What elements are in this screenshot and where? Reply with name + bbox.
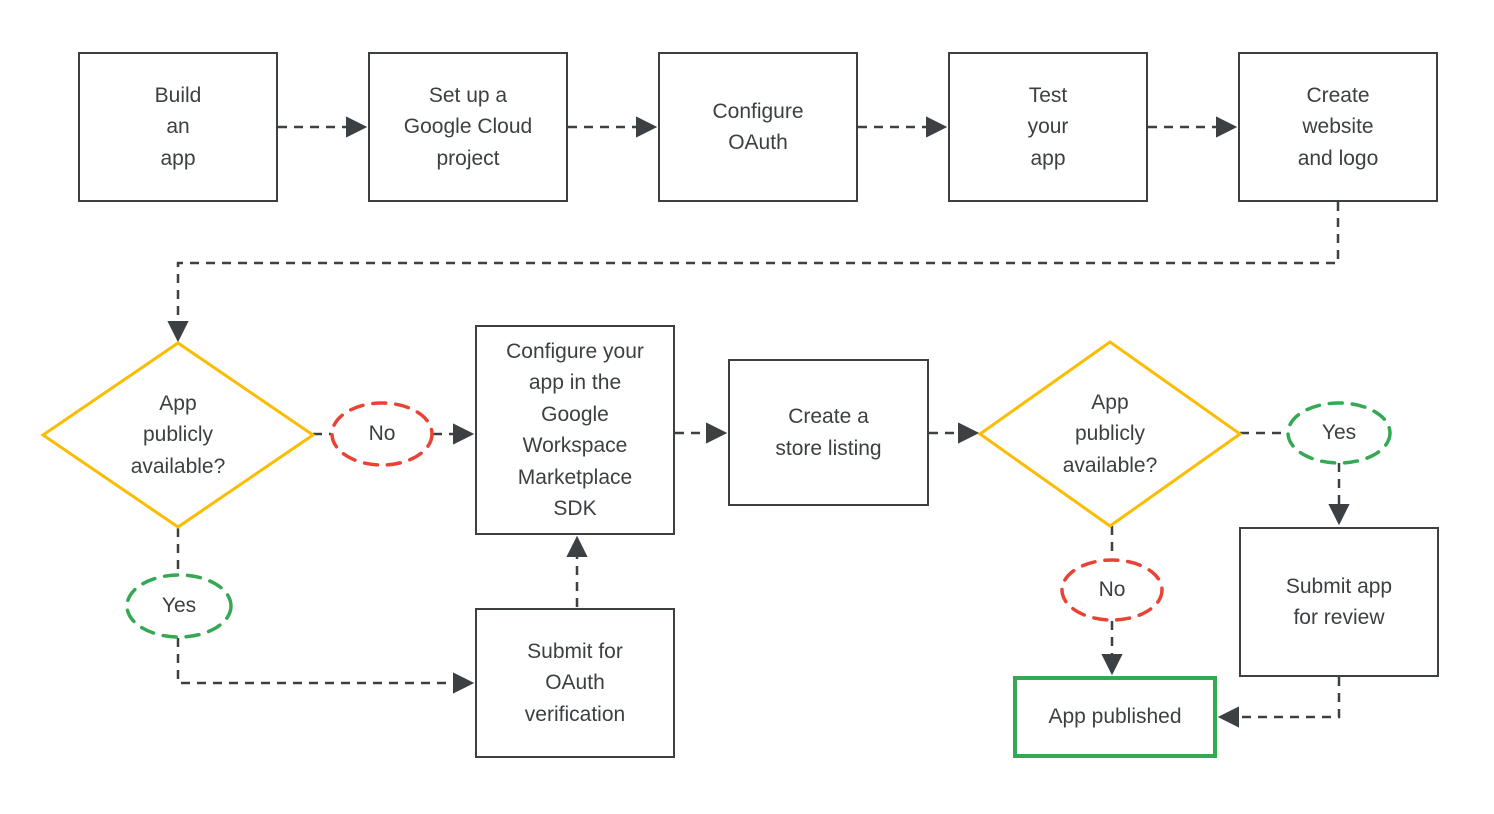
- yes2-oval-shape: [1286, 401, 1392, 465]
- node-create-website-label: Create website and logo: [1297, 83, 1379, 170]
- decision2-diamond-shape: [977, 340, 1243, 528]
- node-configure-sdk-label: Configure your app in the Google Workspa…: [506, 339, 644, 521]
- node-app-published: App published: [1013, 676, 1217, 758]
- no1-oval-shape: [330, 401, 434, 467]
- node-app-published-label: App published: [1048, 705, 1182, 729]
- edge-website-to-decision1: [167, 202, 1340, 343]
- node-configure-sdk: Configure your app in the Google Workspa…: [475, 325, 675, 535]
- no2-oval-shape: [1060, 558, 1164, 622]
- edge-yes1-to-oauth-verification: [176, 638, 475, 694]
- node-build-app-label: Build an app: [154, 83, 202, 170]
- node-create-website: Create website and logo: [1238, 52, 1438, 202]
- node-setup-project: Set up a Google Cloud project: [368, 52, 568, 202]
- node-store-listing-label: Create a store listing: [775, 405, 882, 460]
- node-submit-oauth-verification: Submit for OAuth verification: [475, 608, 675, 758]
- node-build-app: Build an app: [78, 52, 278, 202]
- node-submit-review-label: Submit app for review: [1285, 574, 1393, 630]
- yes1-oval-shape: [125, 573, 233, 639]
- decision1-diamond-shape: [40, 341, 316, 529]
- node-test-app-label: Test your app: [1027, 83, 1069, 170]
- edge-review-to-published: [1217, 677, 1341, 728]
- node-submit-oauth-verification-label: Submit for OAuth verification: [524, 639, 626, 726]
- node-submit-review: Submit app for review: [1239, 527, 1439, 677]
- node-setup-project-label: Set up a Google Cloud project: [403, 83, 533, 170]
- node-configure-oauth-label: Configure OAuth: [712, 99, 804, 155]
- node-configure-oauth: Configure OAuth: [658, 52, 858, 202]
- node-test-app: Test your app: [948, 52, 1148, 202]
- node-store-listing: Create a store listing: [728, 359, 929, 506]
